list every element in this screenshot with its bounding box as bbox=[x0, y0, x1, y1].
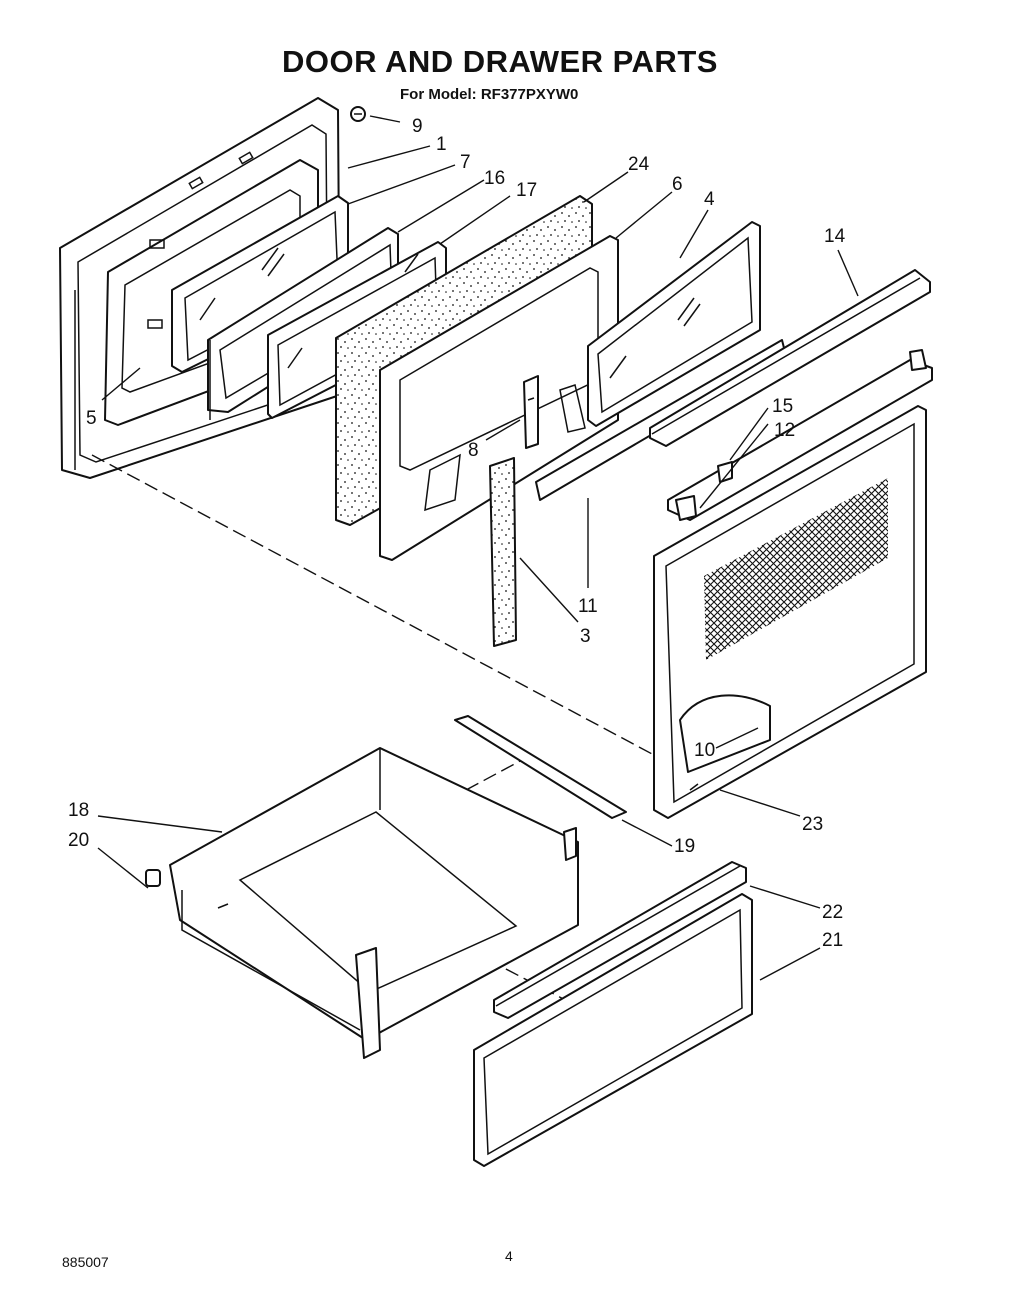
callout-4: 4 bbox=[704, 189, 715, 210]
outer-glass bbox=[587, 221, 761, 427]
inner-door-liner bbox=[379, 235, 619, 561]
callout-10: 10 bbox=[694, 740, 715, 761]
outer-door-front bbox=[653, 405, 927, 819]
callout-16: 16 bbox=[484, 168, 505, 189]
callout-20: 20 bbox=[68, 830, 89, 851]
callout-11: 11 bbox=[578, 596, 598, 617]
callout-21: 21 bbox=[822, 930, 843, 951]
side-insulation-strip bbox=[489, 457, 517, 647]
drawer-body bbox=[169, 747, 579, 1059]
callout-22: 22 bbox=[822, 902, 843, 923]
drawer-rail bbox=[454, 715, 627, 819]
callout-6: 6 bbox=[672, 174, 683, 195]
callout-18: 18 bbox=[68, 800, 89, 821]
door-latch bbox=[523, 375, 539, 449]
vent-trim bbox=[667, 349, 933, 521]
callout-9: 9 bbox=[412, 116, 423, 137]
callout-23: 23 bbox=[802, 814, 823, 835]
callout-24: 24 bbox=[628, 154, 650, 175]
callout-14: 14 bbox=[824, 226, 846, 247]
callout-5: 5 bbox=[86, 408, 97, 429]
drawer-glide bbox=[145, 869, 161, 887]
document-number: 885007 bbox=[62, 1254, 109, 1270]
callout-19: 19 bbox=[674, 836, 695, 857]
callout-17: 17 bbox=[516, 180, 537, 201]
callout-1: 1 bbox=[436, 134, 447, 155]
callout-8: 8 bbox=[468, 440, 479, 461]
screw-icon bbox=[350, 106, 366, 122]
model-subtitle: For Model: RF377PXYW0 bbox=[400, 86, 579, 103]
callout-7: 7 bbox=[460, 152, 471, 173]
callout-12: 12 bbox=[774, 420, 795, 441]
callout-15: 15 bbox=[772, 396, 793, 417]
page-title: DOOR AND DRAWER PARTS bbox=[282, 44, 718, 79]
page-number: 4 bbox=[505, 1248, 513, 1264]
drawer-top-trim bbox=[493, 861, 747, 1019]
drawer-front-panel bbox=[473, 893, 753, 1167]
callout-labels: 1 3 4 5 6 7 8 9 10 11 12 14 15 16 17 18 … bbox=[68, 116, 846, 951]
door-top-trim bbox=[649, 269, 931, 447]
callout-3: 3 bbox=[580, 626, 591, 647]
